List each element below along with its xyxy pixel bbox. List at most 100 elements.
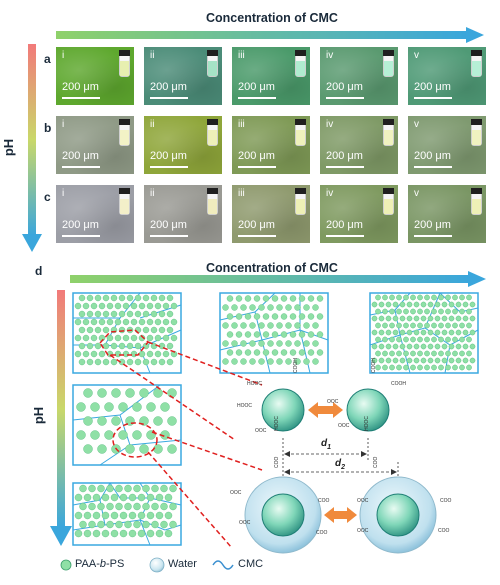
particle-dot <box>413 315 420 322</box>
particle-dot <box>132 430 142 440</box>
d2-subscript: 2 <box>341 464 346 471</box>
particle-dot <box>303 304 310 311</box>
particle-dot <box>90 430 100 440</box>
particle-dot <box>434 301 441 308</box>
particle-dot <box>280 295 288 302</box>
particle-dot <box>90 350 98 358</box>
particle-dot <box>94 358 102 366</box>
scale-bar-label: 200 μm <box>238 219 275 231</box>
particle-dot <box>417 322 423 329</box>
particle-dot <box>392 329 399 336</box>
particle-dot <box>106 334 114 342</box>
particle-dot <box>382 364 388 371</box>
particle-dot <box>110 511 119 520</box>
particle-dot <box>424 336 430 343</box>
particle-dot <box>262 349 270 356</box>
particle-dot <box>74 529 83 538</box>
particle-dot <box>76 402 86 412</box>
particle-dot <box>262 331 270 338</box>
particle-dot <box>111 388 121 398</box>
particle-dot <box>385 343 392 350</box>
d1-subscript: 1 <box>327 444 332 451</box>
particle-dot <box>154 350 162 358</box>
particle-dot <box>445 308 451 315</box>
particle-dot <box>406 315 413 322</box>
particle-dot <box>115 484 123 493</box>
vial-cap <box>295 50 306 56</box>
scale-bar-label: 200 μm <box>326 81 363 93</box>
particle-dot <box>119 493 128 502</box>
particle-dot <box>452 322 458 329</box>
particle-left-d2 <box>244 476 322 554</box>
particle-dot <box>98 318 106 326</box>
particle-dot <box>469 329 476 336</box>
particle-dot <box>267 322 274 329</box>
chem-group-label: COO <box>438 528 450 534</box>
particle-dot <box>164 511 173 520</box>
vial-liquid <box>296 199 305 214</box>
particle-dot <box>406 301 413 308</box>
particle-dot <box>133 520 141 529</box>
particle-dot <box>417 364 423 371</box>
particle-dot <box>118 402 128 412</box>
particle-dot <box>98 350 106 358</box>
particle-dot <box>441 329 448 336</box>
particle-dot <box>137 493 146 502</box>
particle-dot <box>448 343 455 350</box>
particle-dot <box>417 294 423 301</box>
chem-group-label: OOC <box>255 428 267 434</box>
vial-cap <box>383 50 394 56</box>
particle-dot <box>466 308 472 315</box>
vial-cap <box>119 188 130 194</box>
particle-dot <box>253 349 261 356</box>
vial-cap <box>295 188 306 194</box>
particle-dot <box>97 484 105 493</box>
micrograph-index: ii <box>150 50 155 61</box>
particle-dot <box>441 357 448 364</box>
chem-group-label: OOC <box>239 520 251 526</box>
particle-dot <box>244 349 252 356</box>
particle-dot <box>375 322 381 329</box>
particle-dot <box>114 334 122 342</box>
particle-dot <box>158 294 166 302</box>
particle-dot <box>160 402 170 412</box>
particle-dot <box>280 349 288 356</box>
particle-dot <box>420 315 427 322</box>
particle-dot <box>101 511 110 520</box>
particle-dot <box>431 322 437 329</box>
particle-dot <box>466 350 472 357</box>
particle-dot <box>90 302 98 310</box>
particle-dot <box>158 310 166 318</box>
particle-dot <box>122 334 130 342</box>
particle-dot <box>146 529 155 538</box>
particle-dot <box>231 358 238 365</box>
particle-dot <box>102 294 110 302</box>
particle-dot <box>448 315 455 322</box>
particle-left-d1 <box>261 388 305 432</box>
particle-dot <box>285 340 292 347</box>
legend-water-icon <box>149 557 165 573</box>
vial-icon <box>471 119 482 146</box>
chem-group-label: OOC <box>338 423 350 429</box>
particle-dot <box>74 334 82 342</box>
particle-dot <box>74 302 82 310</box>
particle-dot <box>83 444 93 454</box>
particle-dot <box>312 358 319 365</box>
particle-dot <box>445 322 451 329</box>
particle-dot <box>413 301 420 308</box>
particle-dot <box>78 326 86 334</box>
particle-dot <box>118 310 126 318</box>
particle-dot <box>285 358 292 365</box>
vial-icon <box>295 188 306 215</box>
particle-dot <box>130 350 138 358</box>
particle-dot <box>469 343 476 350</box>
particle-dot <box>231 340 238 347</box>
particle-dot <box>78 294 86 302</box>
particle-dot <box>399 301 406 308</box>
particle-dot <box>104 402 114 412</box>
particle-dot <box>462 343 469 350</box>
micrograph-index: iii <box>238 50 245 61</box>
